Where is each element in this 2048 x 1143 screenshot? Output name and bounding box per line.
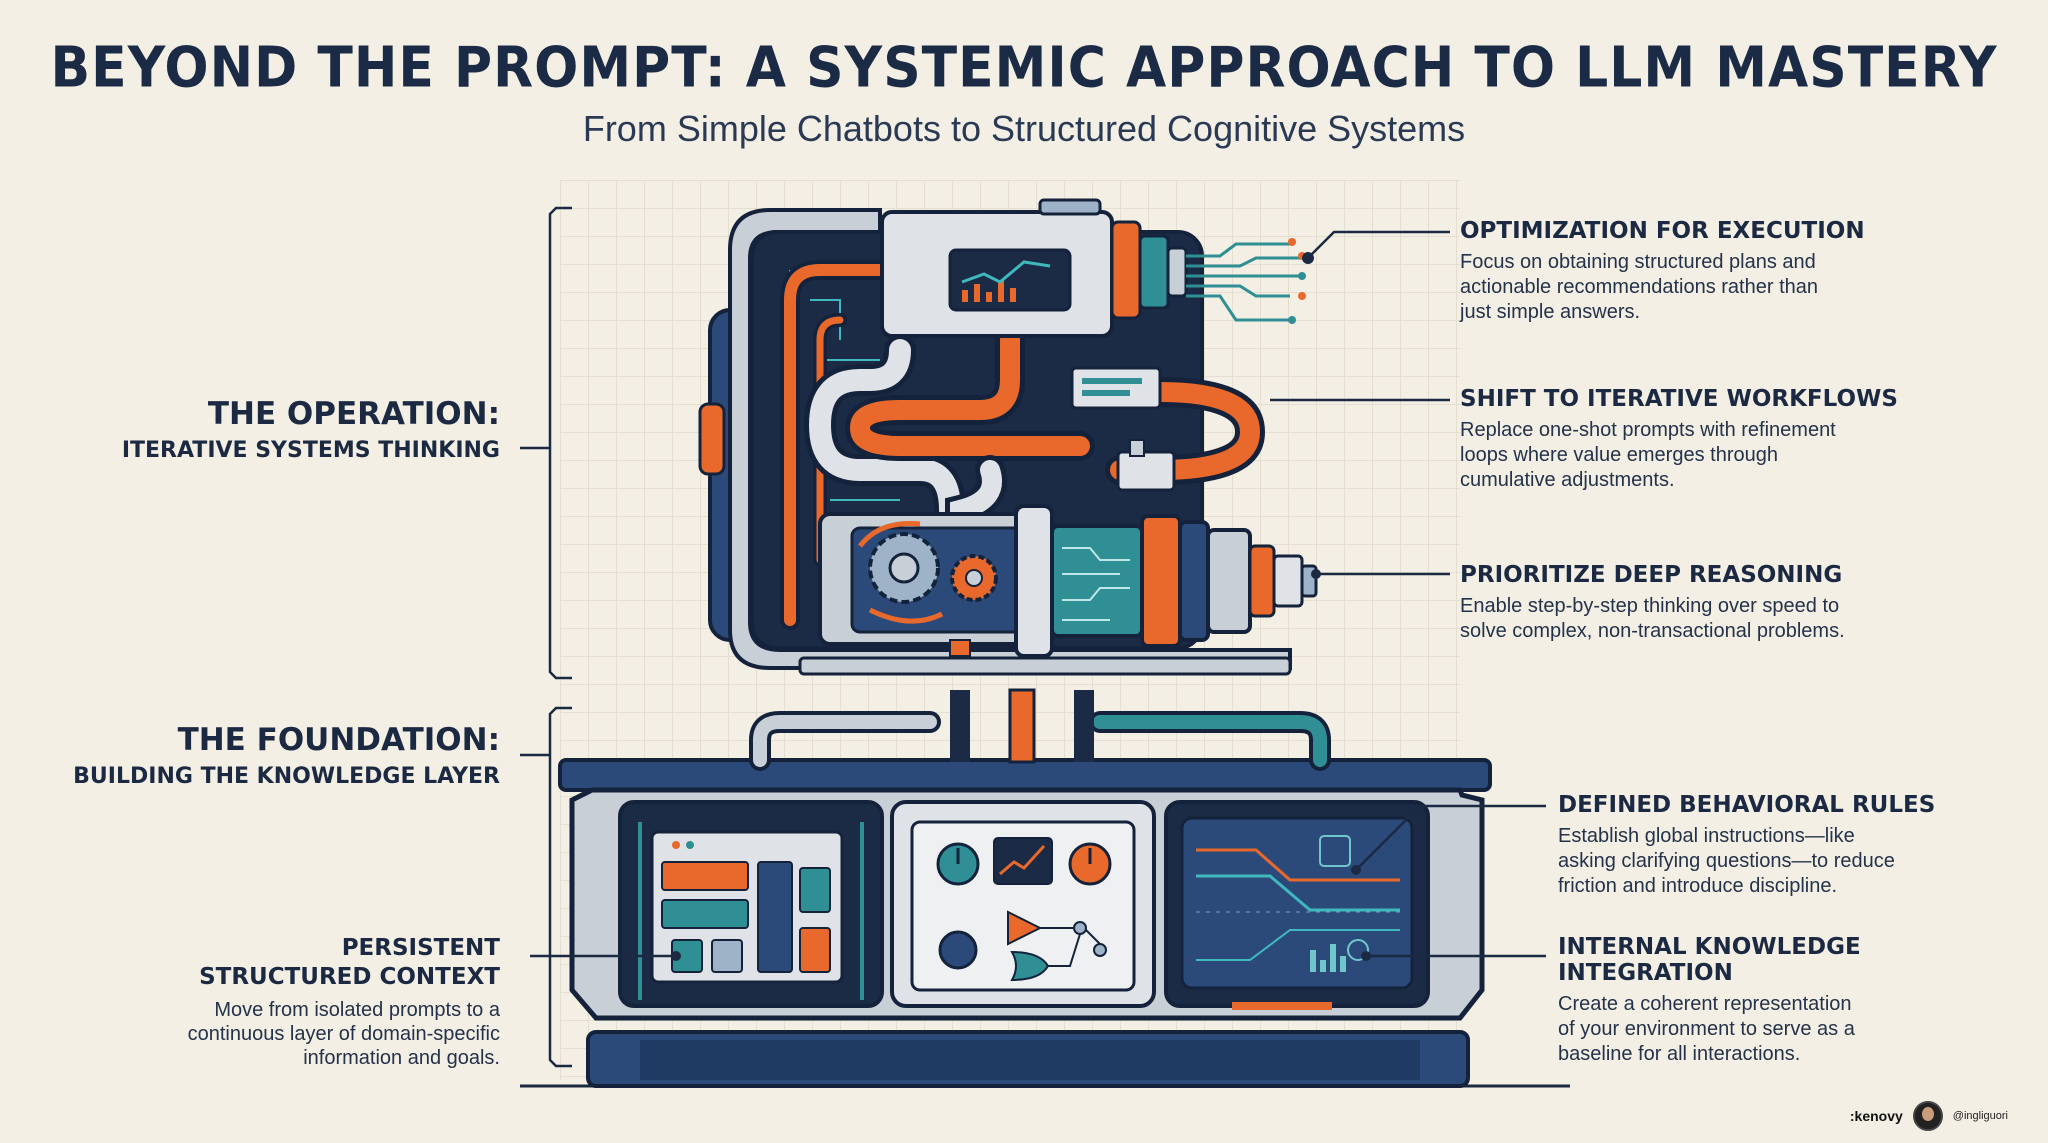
page-subtitle: From Simple Chatbots to Structured Cogni…: [582, 108, 1466, 149]
foundation-subtitle: BUILDING THE KNOWLEDGE LAYER: [73, 764, 500, 789]
callout-title: OPTIMIZATION FOR EXECUTION: [1460, 218, 1865, 244]
avatar: [1912, 1101, 1943, 1131]
knowledge-screen: [1180, 816, 1414, 1010]
callout-title: PERSISTENT STRUCTURED CONTEXT: [199, 935, 500, 990]
callout-title: INTERNAL KNOWLEDGE INTEGRATION: [1558, 934, 1861, 986]
callout-title: DEFINED BEHAVIORAL RULES: [1558, 792, 1936, 818]
callout-optimization: OPTIMIZATION FOR EXECUTION Focus on obta…: [1460, 218, 1920, 325]
output-wires: [1186, 242, 1300, 322]
callout-title: SHIFT TO ITERATIVE WORKFLOWS: [1460, 386, 1898, 412]
foundation-title: THE FOUNDATION:: [177, 722, 500, 758]
context-panel: [638, 822, 864, 1000]
callout-iterative-workflows: SHIFT TO ITERATIVE WORKFLOWS Replace one…: [1460, 386, 1920, 493]
callout-text: Enable step-by-step thinking over speed …: [1460, 595, 1845, 642]
operation-subtitle: ITERATIVE SYSTEMS THINKING: [121, 438, 500, 463]
brand-logo: :kenovy: [1849, 1108, 1903, 1124]
valve-unit: [1070, 366, 1176, 492]
callout-text: Create a coherent representation of your…: [1558, 993, 1855, 1065]
foundation-bracket: [520, 706, 572, 1068]
callout-deep-reasoning: PRIORITIZE DEEP REASONING Enable step-by…: [1460, 562, 1920, 644]
operation-heading: THE OPERATION: ITERATIVE SYSTEMS THINKIN…: [122, 396, 500, 463]
footer: :kenovy @ingliguori: [1850, 1101, 2008, 1131]
reasoning-engine: [818, 504, 1318, 658]
callout-text: Focus on obtaining structured plans and …: [1460, 251, 1818, 323]
callout-title: PRIORITIZE DEEP REASONING: [1460, 562, 1843, 588]
leader-lines: [530, 230, 1546, 958]
operation-title: THE OPERATION:: [207, 396, 500, 432]
foundation-heading: THE FOUNDATION: BUILDING THE KNOWLEDGE L…: [73, 722, 500, 789]
operation-bracket: [520, 206, 572, 680]
callout-behavioral-rules: DEFINED BEHAVIORAL RULES Establish globa…: [1558, 792, 2018, 899]
monitor-unit: [880, 198, 1188, 338]
callout-text: Move from isolated prompts to a continuo…: [187, 999, 500, 1069]
callout-knowledge-integration: INTERNAL KNOWLEDGE INTEGRATION Create a …: [1558, 934, 2018, 1067]
author-handle: @ingliguori: [1952, 1110, 2008, 1122]
callout-text: Establish global instructions—like askin…: [1558, 825, 1895, 897]
callout-persistent-context: PERSISTENT STRUCTURED CONTEXT Move from …: [80, 934, 500, 1070]
callout-text: Replace one-shot prompts with refinement…: [1460, 419, 1836, 491]
page-title: BEYOND THE PROMPT: A SYSTEMIC APPROACH T…: [50, 35, 1998, 101]
pipe-loops: [780, 260, 1266, 630]
control-panel: [910, 820, 1136, 992]
riser-pipes: [749, 688, 1331, 771]
